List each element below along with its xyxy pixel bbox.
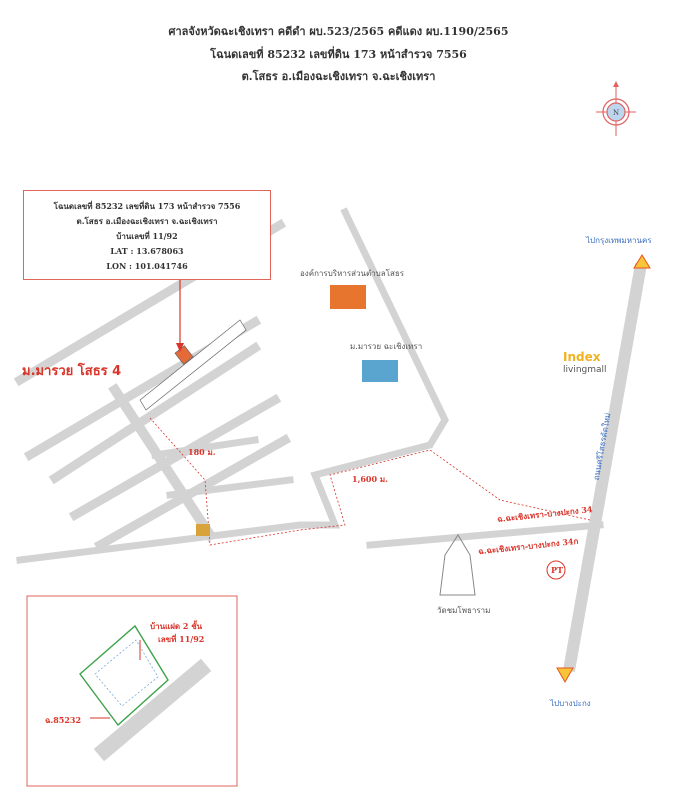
header-line-2: โฉนดเลขที่ 85232 เลขที่ดิน 173 หน้าสำรวจ…: [210, 48, 467, 61]
plot-outline: [79, 624, 169, 727]
header-line-1: ศาลจังหวัดฉะเชิงเทรา คดีดำ ผบ.523/2565 ค…: [168, 25, 509, 38]
distance-1600: 1,600 ม.: [352, 474, 388, 484]
temple-label: วัดชมโพธาราม: [437, 606, 491, 615]
office-building-icon: [330, 285, 366, 309]
index-sub: livingmall: [563, 365, 607, 375]
house-icon: [362, 360, 398, 382]
pt-logo: PT: [551, 565, 563, 575]
house-number: บ้านเลขที่ 11/92: [116, 231, 178, 241]
to-bangpakong-label: ไปบางปะกง: [550, 699, 591, 708]
svg-text:N: N: [613, 109, 619, 117]
temple-icon: [439, 534, 476, 596]
deed-number: โฉนดเลขที่ 85232 เลขที่ดิน 173 หน้าสำรวจ…: [53, 201, 241, 211]
to-bangkok-label: ไปกรุงเทพมหานคร: [586, 236, 652, 245]
detail-house-no: เลขที่ 11/92: [158, 634, 205, 644]
bank-icon: [196, 524, 210, 536]
compass-icon: N: [596, 81, 636, 136]
pt-logo-icon: [546, 560, 566, 580]
property-info-box: โฉนดเลขที่ 85232 เลขที่ดิน 173 หน้าสำรวจ…: [23, 190, 271, 280]
road-network: [13, 207, 647, 762]
longitude: LON : 101.041746: [106, 261, 188, 271]
distance-180: 180 ม.: [188, 447, 216, 457]
header-line-3: ต.โสธร อ.เมืองฉะเชิงเทรา จ.ฉะเชิงเทรา: [241, 70, 436, 83]
village-label: ม.มารวย โสธร 4: [22, 364, 122, 379]
plot-label: ฉ.85232: [45, 715, 82, 725]
index-brand: Index: [563, 350, 601, 364]
address-location: ต.โสธร อ.เมืองฉะเชิงเทรา จ.ฉะเชิงเทรา: [76, 216, 218, 226]
subdistrict-office-label: องค์การบริหารส่วนตำบลโสธร: [300, 269, 405, 278]
village2-label: ม.มารวย ฉะเชิงเทรา: [350, 342, 423, 351]
house-type-label: บ้านแฝด 2 ชั้น: [150, 621, 203, 631]
latitude: LAT : 13.678063: [110, 246, 184, 256]
